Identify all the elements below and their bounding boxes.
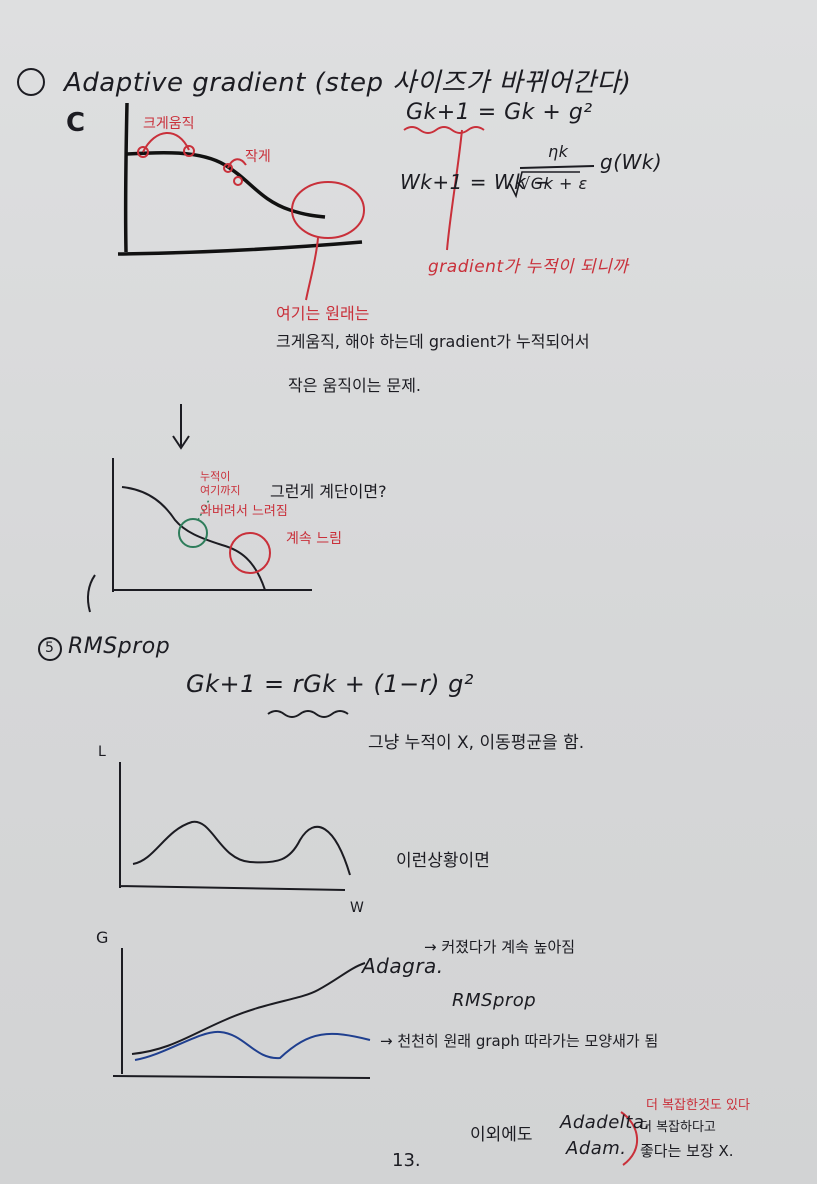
situation-label: 이런상황이면	[396, 851, 490, 871]
formula-w-numerator: ηk	[548, 142, 569, 161]
sqrt-sign	[509, 171, 580, 199]
note-line-1: 여기는 원래는	[276, 304, 370, 323]
method-adadelta: Adadelta.	[560, 1112, 651, 1133]
note-moving-average: 그냥 누적이 X, 이동평균을 함.	[368, 733, 585, 753]
note-green-3: 와버려서 느려짐	[200, 504, 288, 519]
section-5-circle	[38, 637, 62, 661]
down-arrow	[172, 404, 190, 450]
bracket-note-3: 좋다는 보장 X.	[640, 1142, 734, 1160]
formula-g-update: Gk+1 = Gk + g²	[406, 100, 593, 125]
red-bracket	[620, 1111, 639, 1166]
note-red-slow: 계속 느림	[286, 531, 342, 547]
green-circle	[178, 518, 208, 548]
formula-rmsprop: Gk+1 = rGk + (1−r) g²	[186, 670, 474, 698]
adagrad-curve	[131, 962, 366, 1055]
section-4-circle	[17, 68, 45, 96]
note-green-1: 누적이	[200, 470, 231, 483]
series-adagrad-label: Adagra.	[362, 954, 444, 978]
question-stairs: 그런게 계단이면?	[270, 482, 387, 501]
section-5-title: RMSprop	[68, 634, 171, 659]
bracket-note-1: 더 복잡한것도 있다	[646, 1098, 750, 1113]
chart1-cost-curve	[126, 150, 326, 219]
chart3-axes	[119, 762, 346, 891]
chart2-axes	[112, 458, 312, 592]
rmsprop-curve	[134, 1030, 371, 1061]
note-line-3: 작은 움직이는 문제.	[288, 376, 422, 395]
bracket-note-2: 더 복잡하다고	[640, 1120, 716, 1135]
formula-w-right: g(Wk)	[600, 150, 663, 174]
chart1-axis-label-c: C	[66, 108, 86, 138]
note-adagrad: → 커졌다가 계속 높아짐	[424, 938, 576, 956]
note-line-2: 크게움직, 해야 하는데 gradient가 누적되어서	[276, 332, 590, 351]
red-wavy-underline	[403, 126, 485, 134]
chart3-axis-w: W	[350, 900, 364, 916]
series-rmsprop-label: RMSprop	[452, 990, 537, 1011]
section-4-title: Adaptive gradient (step 사이즈가 바뀌어간다)	[64, 68, 632, 98]
page-number: 13.	[392, 1150, 421, 1171]
chart1-y-axis	[123, 102, 129, 253]
chart3-axis-l: L	[98, 744, 106, 760]
others-label: 이외에도	[470, 1125, 533, 1145]
red-step-arc-large	[142, 132, 190, 153]
red-step-arc-small	[227, 158, 247, 169]
formula-w-denominator: √Gk + ε	[520, 174, 588, 193]
note-rmsprop: → 천천히 원래 graph 따라가는 모양새가 됨	[380, 1032, 659, 1050]
formula-w-left: Wk+1 = Wk −	[400, 170, 551, 194]
section-5-number: 5	[45, 640, 54, 656]
red-ellipse-flat-region	[291, 181, 365, 239]
method-adam: Adam.	[566, 1138, 627, 1159]
wavy-underline	[267, 710, 349, 718]
note-gradient-accumulates: gradient가 누적이 되니까	[428, 257, 629, 277]
chart1-x-axis	[117, 240, 363, 256]
chart4-axes	[112, 948, 371, 1079]
red-connector	[446, 129, 463, 251]
chart3-loss-curve	[132, 820, 351, 876]
chart4-axis-g: G	[96, 928, 109, 947]
red-circle	[229, 532, 271, 574]
chart2-curve	[121, 486, 266, 591]
label-small-move: 작게	[245, 149, 271, 165]
fraction-bar	[519, 165, 595, 169]
red-pointer-line	[305, 237, 319, 301]
label-large-move: 크게움직	[143, 116, 195, 132]
note-green-2: 여기까지	[200, 484, 241, 497]
